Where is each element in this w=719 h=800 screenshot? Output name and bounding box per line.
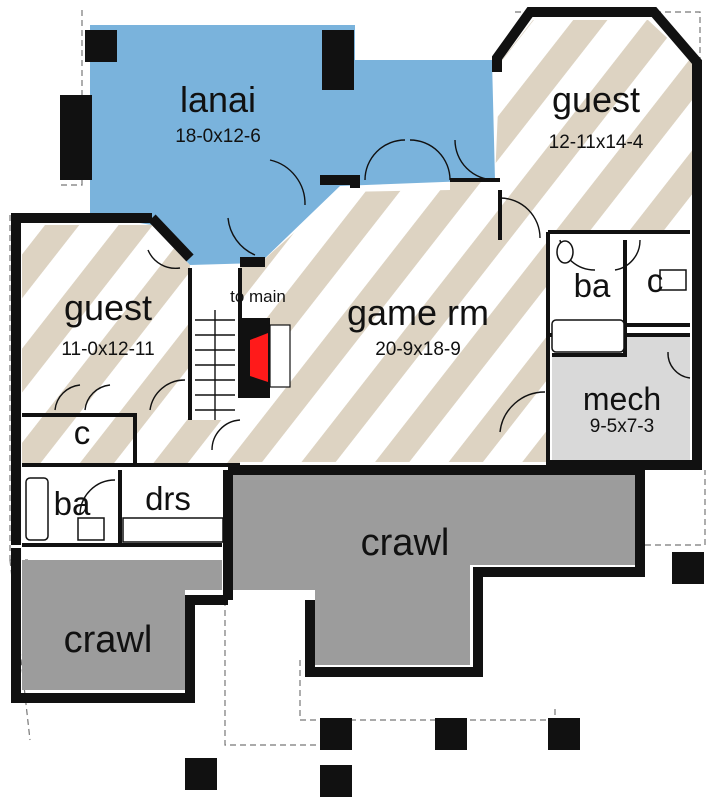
bath-fixtures (25, 240, 687, 543)
crawl-center-floor (232, 475, 635, 665)
room-label-mech: mech (583, 381, 661, 417)
room-label-crawl-center: crawl (361, 522, 450, 564)
room-label-bath-left: ba (54, 485, 91, 522)
game-room-floor (240, 190, 548, 462)
room-dims-guest-right: 12-11x14-4 (549, 132, 644, 153)
room-label-closet-right: c (647, 262, 664, 299)
room-dims-lanai: 18-0x12-6 (175, 126, 261, 147)
room-label-crawl-left: crawl (64, 619, 153, 661)
room-labels: lanai 18-0x12-6 guest 12-11x14-4 guest 1… (54, 79, 664, 661)
room-fills (22, 20, 693, 690)
room-label-drs: drs (145, 480, 191, 517)
guest-left-floor (22, 225, 240, 465)
mech-floor (552, 335, 690, 462)
closet-right-floor (625, 240, 690, 325)
room-label-closet-left: c (74, 414, 91, 451)
room-dims-game-rm: 20-9x18-9 (375, 339, 461, 360)
room-dims-mech: 9-5x7-3 (590, 416, 654, 437)
room-label-game-rm: game rm (347, 292, 489, 333)
room-dims-guest-left: 11-0x12-11 (61, 339, 154, 360)
room-label-lanai: lanai (180, 79, 256, 120)
lanai-floor (90, 25, 495, 265)
crawl-left-floor (22, 560, 222, 690)
posts (60, 30, 704, 797)
staircase (195, 310, 235, 420)
room-label-bath-right: ba (574, 267, 611, 304)
walls (11, 7, 702, 703)
room-label-guest-right: guest (552, 79, 640, 120)
fireplace (238, 318, 291, 398)
stairs-label: to main (230, 287, 286, 306)
room-label-guest-left: guest (64, 287, 152, 328)
guest-right-floor (450, 20, 693, 240)
